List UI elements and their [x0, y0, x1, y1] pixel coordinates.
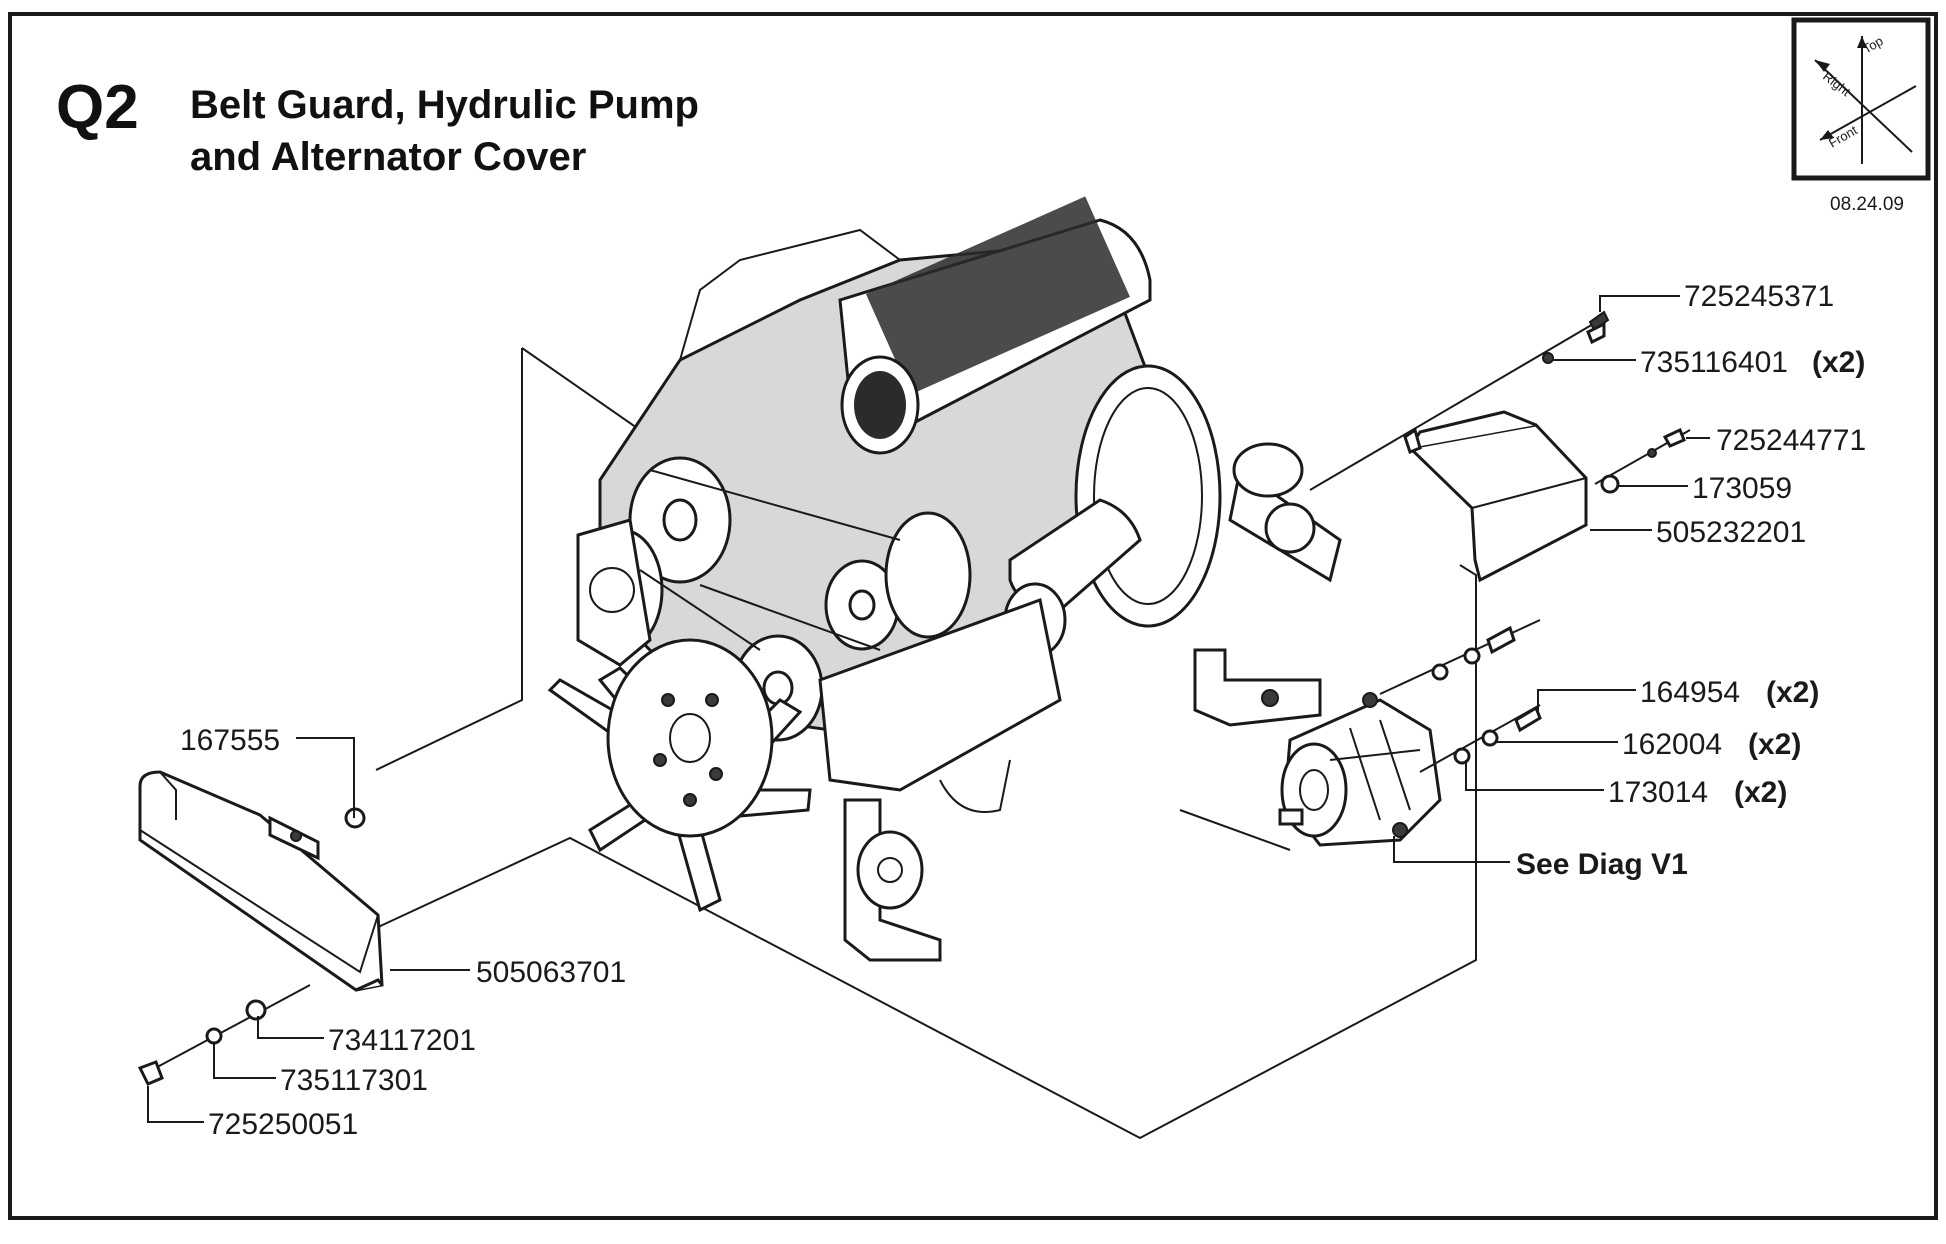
- part-number: 725250051: [208, 1108, 358, 1141]
- callout-725244771: 725244771: [1716, 424, 1866, 457]
- diagram-title-line1: Belt Guard, Hydrulic Pump: [190, 83, 699, 127]
- diagram-border: [8, 12, 1938, 1220]
- alternator-cover-part: [1403, 410, 1588, 583]
- rear-upper-fasteners: [1309, 310, 1691, 494]
- callout-725250051: 725250051: [208, 1108, 358, 1141]
- pump-mount-line-2: [1379, 619, 1541, 695]
- part-number: 505232201: [1656, 516, 1806, 549]
- callout-167555: 167555: [180, 724, 280, 757]
- orientation-indicator: Top Right Front: [1791, 17, 1931, 181]
- callout-162004: 162004 (x2): [1622, 728, 1801, 761]
- part-quantity: (x2): [1812, 346, 1865, 379]
- pump-mount-line: [1179, 809, 1291, 851]
- assembly-guide-lines: [375, 347, 1477, 1140]
- pump-fasteners: [1431, 625, 1542, 765]
- callout-505232201: 505232201: [1656, 516, 1806, 549]
- callout-505063701: 505063701: [476, 956, 626, 989]
- part-number: 173014: [1608, 776, 1708, 809]
- callout-173059: 173059: [1692, 472, 1792, 505]
- callout-734117201: 734117201: [328, 1024, 476, 1057]
- part-number: 725245371: [1684, 280, 1834, 313]
- callout-173014: 173014 (x2): [1608, 776, 1787, 809]
- engine-assembly-illustration: [547, 196, 1342, 962]
- callout-735117301: 735117301: [280, 1064, 428, 1097]
- callout-164954: 164954 (x2): [1640, 676, 1819, 709]
- part-number: 734117201: [328, 1024, 476, 1057]
- belt-guard-part: [138, 770, 384, 992]
- fan-illustration: [547, 638, 812, 913]
- callout-725245371: 725245371: [1684, 280, 1834, 313]
- part-number: 173059: [1692, 472, 1792, 505]
- see-diagram-reference: See Diag V1: [1516, 848, 1688, 881]
- part-number: 505063701: [476, 956, 626, 989]
- revision-date: 08.24.09: [1830, 194, 1904, 215]
- part-quantity: (x2): [1734, 776, 1787, 809]
- part-quantity: (x2): [1748, 728, 1801, 761]
- part-number: 167555: [180, 724, 280, 757]
- part-number: 162004: [1622, 728, 1722, 761]
- callout-735116401: 735116401 (x2): [1640, 346, 1865, 379]
- diagram-code: Q2: [56, 73, 139, 142]
- part-number: 725244771: [1716, 424, 1866, 457]
- part-number: 735117301: [280, 1064, 428, 1097]
- diagram-title-line2: and Alternator Cover: [190, 135, 586, 179]
- callout-leaders: [147, 295, 1710, 1123]
- part-quantity: (x2): [1766, 676, 1819, 709]
- part-number: 164954: [1640, 676, 1740, 709]
- hydraulic-pump-part: [1278, 692, 1442, 847]
- part-number: 735116401: [1640, 346, 1788, 379]
